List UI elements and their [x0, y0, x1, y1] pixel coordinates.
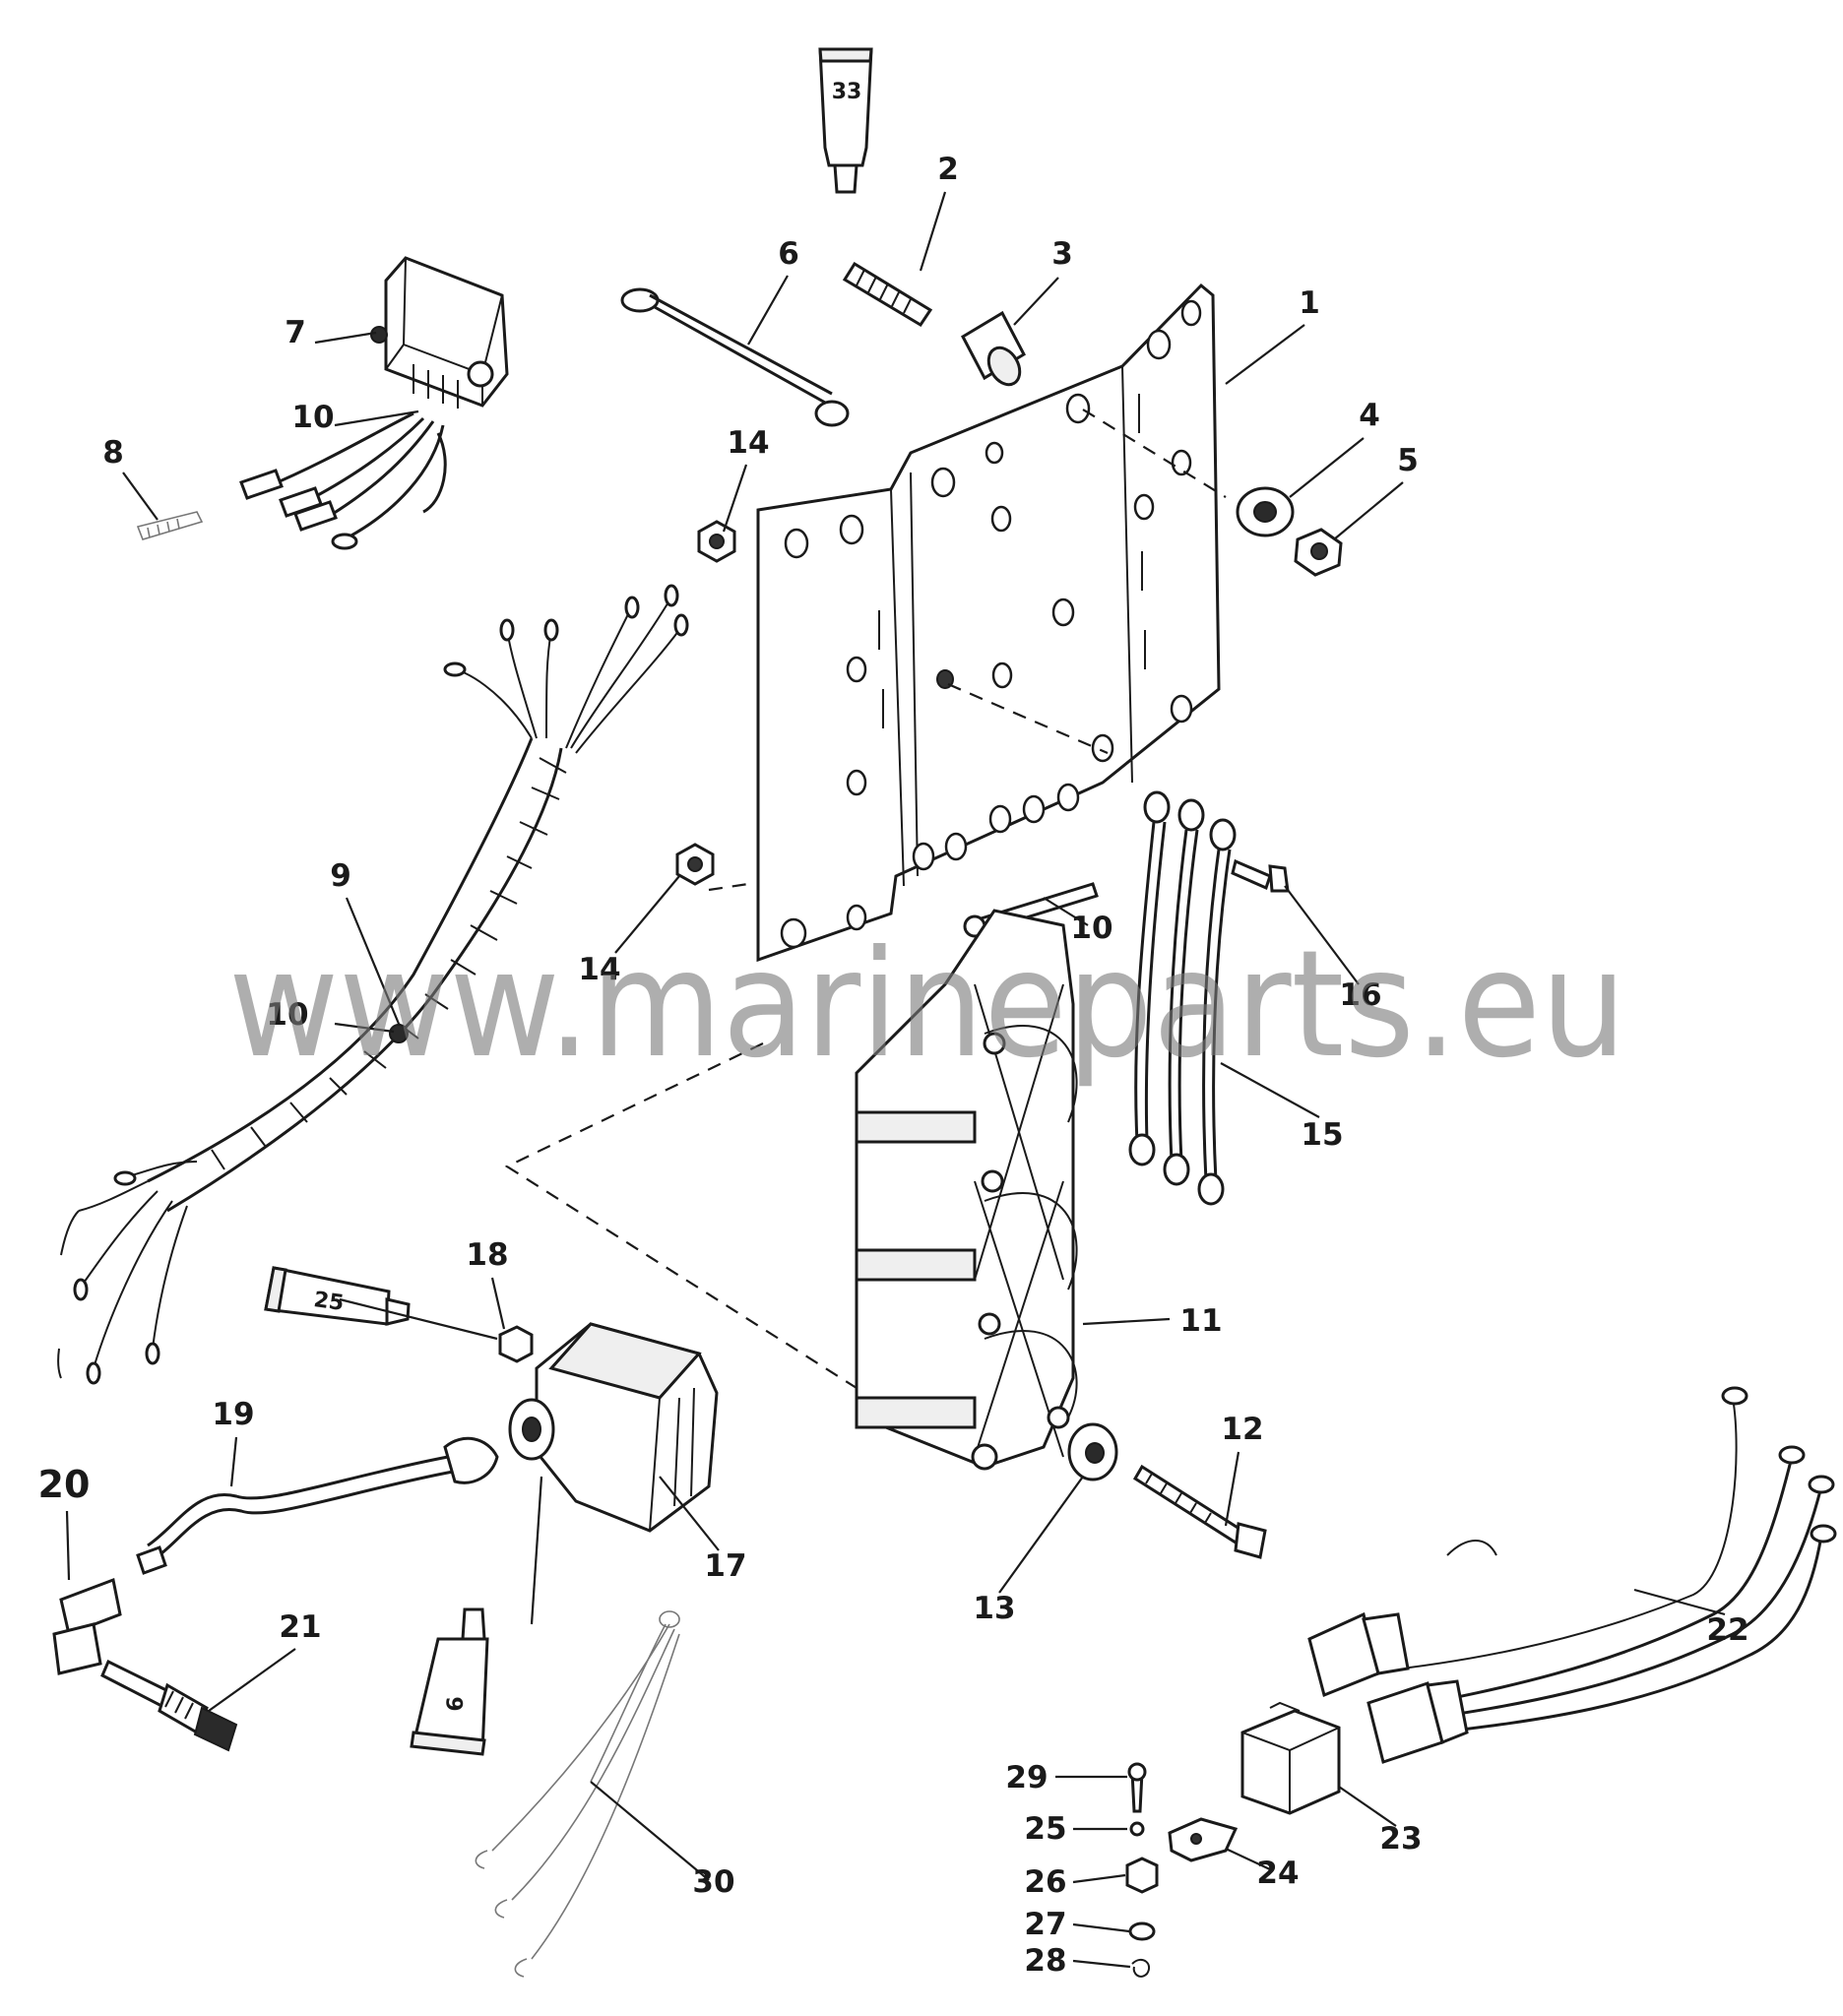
tube-label-t6: 6 [444, 1696, 469, 1711]
callout-c12: 12 [1221, 1412, 1263, 1447]
bracket-11 [855, 909, 1078, 1471]
tube-labels: 33 25 6 [312, 80, 861, 1712]
callout-c14a: 14 [727, 425, 769, 461]
callout-c10c: 10 [266, 997, 308, 1033]
sealant-tube-6 [410, 1607, 489, 1756]
callout-c22: 22 [1706, 1612, 1748, 1648]
callout-c29: 29 [1005, 1760, 1048, 1796]
leader-lines [65, 191, 1726, 1969]
callout-c11: 11 [1179, 1303, 1222, 1339]
callout-c16: 16 [1339, 977, 1381, 1013]
tube-label-t25: 25 [312, 1288, 346, 1316]
spark-plug-21 [100, 1659, 238, 1752]
nut-5 [1294, 528, 1343, 577]
ground-strap-6 [620, 287, 850, 427]
callout-c21: 21 [279, 1609, 321, 1645]
callout-c23: 23 [1379, 1821, 1422, 1857]
callout-c14b: 14 [578, 952, 620, 987]
callout-c24: 24 [1256, 1856, 1299, 1891]
screw-12 [1132, 1464, 1267, 1559]
pigtail-leads-10 [239, 411, 447, 550]
terminal-8 [136, 511, 204, 540]
callout-c18: 18 [466, 1237, 508, 1273]
mounting-plate-1 [756, 283, 1221, 963]
screw-16 [1231, 858, 1290, 893]
callout-c30: 30 [692, 1864, 734, 1900]
relay-23 [1240, 1701, 1341, 1815]
nut-14-lower [675, 843, 715, 886]
callout-c15: 15 [1301, 1117, 1343, 1153]
callout-c25: 25 [1024, 1811, 1066, 1847]
callout-c5: 5 [1397, 443, 1419, 478]
spark-plug-boot-20 [52, 1577, 122, 1675]
nut-14-upper [697, 520, 736, 563]
ht-lead-19 [136, 1436, 499, 1575]
callout-c4: 4 [1359, 398, 1380, 433]
stud-2 [842, 261, 933, 328]
wiring-harness-9 [57, 584, 689, 1385]
washer-13 [1067, 1422, 1118, 1481]
callout-c1: 1 [1299, 285, 1320, 321]
rectifier-regulator-7 [370, 256, 509, 409]
tube-label-t33: 33 [832, 80, 862, 104]
callout-c8: 8 [102, 435, 124, 471]
leads-15 [1128, 790, 1237, 1206]
installation-lines [504, 409, 1227, 1389]
nut-18 [498, 1325, 534, 1363]
callout-c17: 17 [704, 1548, 746, 1584]
grease-tube-25 [264, 1266, 411, 1326]
watermark-text: www.marineparts.eu [228, 919, 1626, 1091]
callout-c26: 26 [1024, 1864, 1066, 1900]
callout-c3: 3 [1051, 236, 1073, 272]
washer-4 [1236, 486, 1295, 537]
callout-c27: 27 [1024, 1907, 1066, 1942]
bracket-24 [1168, 1817, 1239, 1862]
plate-holes [780, 299, 1202, 949]
callout-c20: 20 [38, 1463, 91, 1506]
callout-c2: 2 [937, 152, 959, 187]
callout-c28: 28 [1024, 1943, 1066, 1979]
callout-c7: 7 [285, 315, 306, 350]
sealant-tube-33 [818, 47, 873, 194]
callout-c10b: 10 [1070, 911, 1112, 946]
spacer-3 [961, 310, 1026, 387]
callout-c13: 13 [973, 1591, 1015, 1626]
leads-30 [475, 1610, 680, 1978]
harness-22 [1307, 1386, 1837, 1764]
callout-c6: 6 [778, 236, 799, 272]
callout-c19: 19 [212, 1397, 254, 1432]
small-hardware-25-29 [1125, 1762, 1159, 1978]
callout-c10a: 10 [291, 400, 334, 435]
callout-c9: 9 [330, 858, 351, 894]
ignition-coil-17 [508, 1322, 719, 1533]
